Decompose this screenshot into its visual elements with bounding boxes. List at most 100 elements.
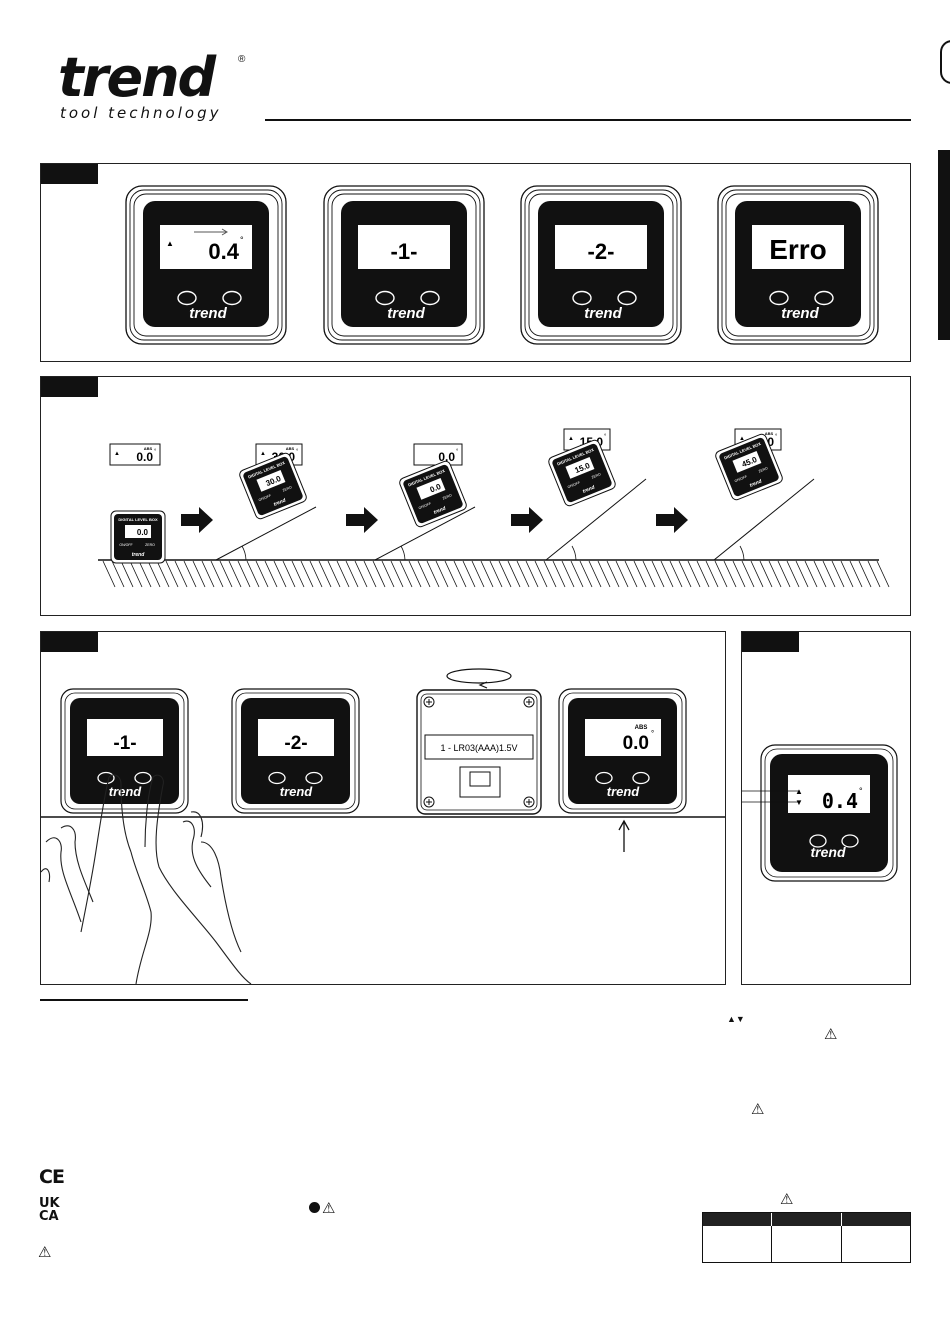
figure-1-tab bbox=[41, 164, 98, 184]
readout-value: 0.0 bbox=[438, 450, 455, 464]
spec-table bbox=[702, 1212, 911, 1263]
battery-compartment-back bbox=[416, 689, 542, 815]
readout-value: 0.0 bbox=[136, 450, 153, 464]
lcd-screen bbox=[258, 719, 334, 756]
rotate-arrow-icon bbox=[446, 668, 512, 689]
left-button bbox=[375, 290, 395, 306]
next-step-arrow-icon bbox=[181, 507, 213, 533]
angle-arc bbox=[400, 545, 406, 561]
brand-mark: trend bbox=[273, 497, 288, 508]
degree-symbol: ° bbox=[651, 729, 654, 738]
screw-icon bbox=[423, 696, 435, 708]
device-reading: 0.0 bbox=[429, 482, 443, 495]
left-button bbox=[769, 290, 789, 306]
lcd-reading: -2- bbox=[588, 239, 615, 264]
incline-surface bbox=[374, 506, 476, 561]
arrow-up-icon: ▲ bbox=[166, 239, 174, 248]
figure-4-device: ▲ ▼ 0.4 ° trend bbox=[742, 744, 898, 882]
brand-mark: trend bbox=[132, 552, 145, 558]
degree-symbol: ° bbox=[859, 786, 863, 796]
screw-icon bbox=[423, 796, 435, 808]
angle-arc bbox=[241, 545, 247, 561]
degree-symbol: ° bbox=[604, 434, 607, 440]
brand-mark: trend bbox=[280, 784, 314, 799]
arrows-symbol: ▲▼ bbox=[727, 1014, 745, 1024]
brand-mark: trend bbox=[109, 784, 143, 799]
lcd-screen bbox=[358, 225, 450, 269]
abs-indicator: ABS bbox=[765, 431, 774, 436]
brand-mark: trend bbox=[781, 305, 819, 322]
logo-tagline: tool technology bbox=[60, 104, 222, 122]
brand-mark: trend bbox=[811, 844, 846, 860]
brand-mark: trend bbox=[582, 484, 597, 495]
digital-level-device: -2- trend bbox=[231, 688, 360, 814]
angle-arc bbox=[571, 545, 577, 561]
left-button bbox=[572, 290, 592, 306]
digital-level-device: -2- trend bbox=[520, 185, 682, 345]
arrow-up-icon: ▲ bbox=[739, 436, 745, 442]
right-button bbox=[134, 771, 152, 785]
abs-indicator: ABS bbox=[286, 446, 295, 451]
logo: trend ® tool technology bbox=[58, 50, 258, 125]
lcd-reading: -1- bbox=[113, 733, 136, 754]
abs-indicator: ABS bbox=[635, 725, 648, 731]
language-tab bbox=[938, 150, 950, 340]
lcd-screen bbox=[585, 719, 661, 756]
battery-label: 1 - LR03(AAA)1.5V bbox=[440, 743, 517, 753]
fingers-pressing-illustration bbox=[40, 774, 252, 985]
brand-mark: trend bbox=[387, 305, 425, 322]
digital-level-device: ▲0.4°trend bbox=[125, 185, 287, 345]
lcd-reading: -1- bbox=[391, 239, 418, 264]
registered-mark: ® bbox=[238, 54, 246, 65]
lcd-reading: 0.4 bbox=[208, 239, 239, 264]
ce-mark: CE bbox=[39, 1166, 65, 1188]
incline-surface bbox=[713, 478, 815, 561]
lcd-reading: Erro bbox=[769, 234, 827, 265]
spec-table-row bbox=[703, 1226, 910, 1262]
right-button bbox=[305, 771, 323, 785]
lcd-reading: 0.0 bbox=[623, 733, 649, 754]
incline-surface bbox=[215, 506, 317, 561]
digital-level-device: Erro trend bbox=[717, 185, 879, 345]
next-step-arrow-icon bbox=[511, 507, 543, 533]
abs-indicator: ABS bbox=[144, 446, 153, 451]
warning-icon: ⚠ bbox=[38, 1244, 52, 1261]
degree-symbol: ° bbox=[775, 434, 778, 440]
digital-level-device: -1- trend bbox=[60, 688, 189, 814]
lcd-reading: -2- bbox=[284, 733, 307, 754]
figure-3-tab bbox=[41, 632, 98, 652]
left-button bbox=[177, 290, 197, 306]
right-button bbox=[420, 290, 440, 306]
figure-4-panel: ▲ ▼ 0.4 ° trend bbox=[741, 631, 911, 985]
warning-icon: ⚠ bbox=[780, 1191, 794, 1208]
figure-2-tab bbox=[41, 377, 98, 397]
page-edge-mark bbox=[940, 40, 950, 84]
ukca-mark: UK CA bbox=[39, 1197, 60, 1223]
brand-mark: trend bbox=[749, 478, 764, 489]
angle-readout: 0.0° bbox=[413, 443, 463, 466]
zero-label: ZERO bbox=[282, 485, 293, 492]
right-button bbox=[222, 290, 242, 306]
recycle-icon bbox=[309, 1202, 320, 1213]
ground-surface bbox=[98, 559, 890, 588]
device-reading: 0.0 bbox=[137, 528, 149, 537]
zero-label: ZERO bbox=[758, 466, 769, 473]
next-step-arrow-icon bbox=[346, 507, 378, 533]
brand-mark: trend bbox=[584, 305, 622, 322]
onoff-label: ON/OFF bbox=[119, 543, 132, 547]
onoff-label: ON/OFF bbox=[734, 475, 748, 484]
arrow-up-icon: ▲ bbox=[114, 451, 120, 457]
arrow-up-icon: ▲ bbox=[260, 451, 266, 457]
zero-label: ZERO bbox=[591, 472, 602, 479]
warning-icon: ⚠ bbox=[751, 1101, 765, 1118]
